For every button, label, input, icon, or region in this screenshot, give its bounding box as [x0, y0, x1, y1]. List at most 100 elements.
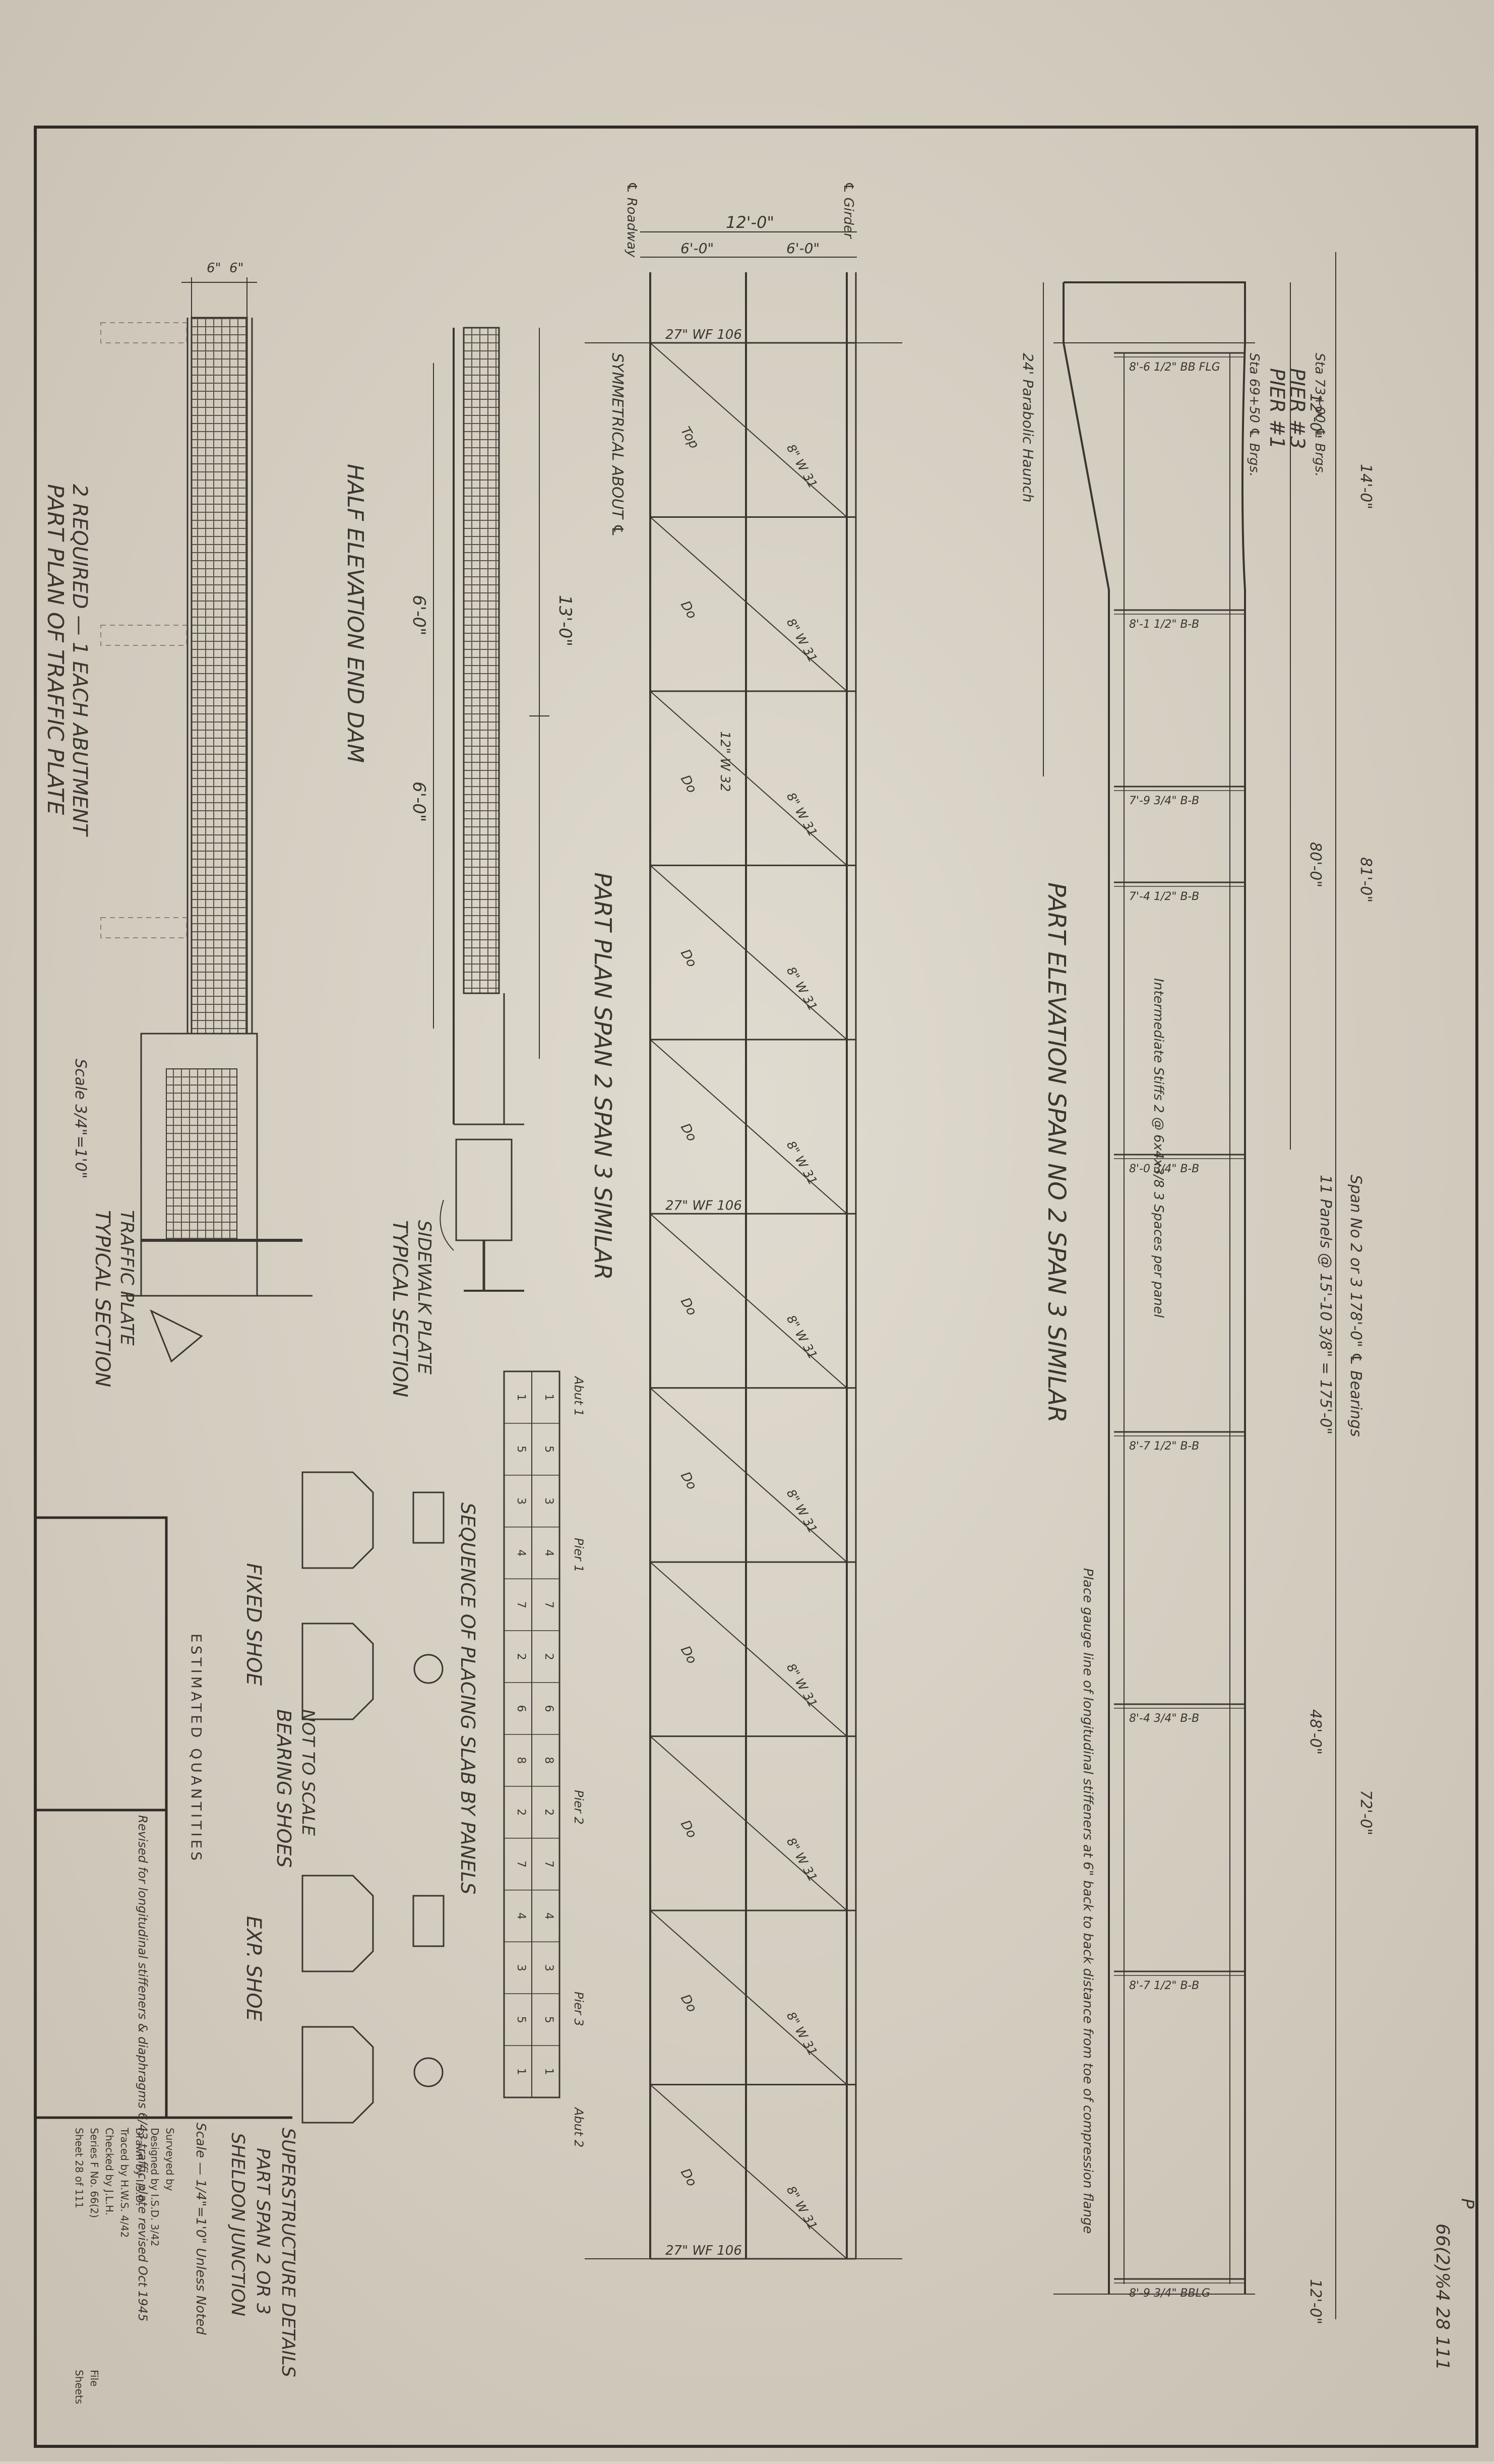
sheet-border: [34, 126, 1478, 2448]
traffic-plate-section: [121, 1033, 313, 1363]
bearing-shoes-title: BEARING SHOES: [273, 1709, 295, 1868]
seq-cell: 2: [515, 1809, 527, 1816]
elev-dim-4: 48'-0": [1306, 1709, 1324, 1755]
seq-cell: 3: [542, 1964, 555, 1971]
seq-cell: 3: [542, 1497, 555, 1505]
seq-cell: 1: [515, 1394, 527, 1401]
seq-cell: 8: [515, 1757, 527, 1764]
seq-cell: 5: [542, 1446, 555, 1453]
seq-cell: 1: [542, 1394, 555, 1401]
seq-cell: 4: [515, 1549, 527, 1556]
plan-diagonal: [650, 342, 847, 518]
seq-cell: 2: [542, 1809, 555, 1816]
plan-width-right: 6'-0": [786, 240, 820, 257]
seq-cell: 7: [542, 1860, 555, 1868]
seq-cell: 4: [542, 1549, 555, 1556]
seq-cell: 2: [542, 1653, 555, 1660]
sidewalk-plate-section: [440, 1138, 524, 1292]
plan-diagonal: [650, 691, 847, 866]
pier1-sta: Sta 69+50 ℄ Brgs.: [1247, 353, 1262, 477]
seq-cell: 5: [542, 2016, 555, 2023]
elev-dim-3: 81'-0": [1357, 857, 1375, 903]
plan-span-title: PART PLAN SPAN 2 SPAN 3 SIMILAR: [589, 872, 616, 1280]
roadway-cl: ℄ Roadway: [624, 182, 639, 258]
elev-dim-1: 14'-0": [1357, 464, 1375, 509]
plan-diagonal: [650, 516, 847, 692]
seq-header-3: Pier 3: [572, 1992, 586, 2026]
sheet-code: 66(2)%4 28 111: [1432, 2223, 1453, 2370]
plan-diagonal: [650, 865, 847, 1040]
elev-dim-6: 12'-0": [1306, 2279, 1324, 2324]
title-sheet: Sheet 28 of 111: [73, 2128, 85, 2208]
half-elev-title: HALF ELEVATION END DAM: [342, 464, 368, 763]
stiffener-label: 8'-7 1/2" B-B: [1129, 1979, 1199, 1992]
title-designed: Designed by I.S.D. 3/42: [149, 2128, 161, 2247]
plan-beam-label: 27" WF 106: [665, 2243, 742, 2258]
stiffener-label: 7'-4 1/2" B-B: [1129, 890, 1199, 903]
sequence-title: SEQUENCE OF PLACING SLAB BY PANELS: [457, 1503, 479, 1894]
typical-section-traffic-sub: TRAFFIC PLATE: [116, 1210, 137, 1346]
pier3-label: PIER #3: [1285, 368, 1309, 449]
stiffener-label: 8'-0 3/4" B-B: [1129, 1163, 1199, 1175]
place-gauge-note: Place gauge line of longitudinal stiffen…: [1080, 1568, 1095, 2234]
svg-text:6": 6": [207, 261, 221, 276]
svg-text:6'-0": 6'-0": [409, 595, 429, 636]
title-series: Series F No. 66(2): [88, 2128, 100, 2218]
svg-text:6'-0": 6'-0": [409, 782, 429, 822]
seq-cell: 3: [515, 1497, 527, 1505]
girder-cl: ℄ Girder: [841, 182, 856, 239]
plan-diagonal: [650, 2084, 847, 2259]
seq-header-0: Abut 1: [572, 1375, 586, 1416]
plan-diagonal: [650, 1561, 847, 1737]
plan-stringer-label: 12" W 32: [717, 731, 732, 792]
title-scale: Scale — 1/4"=1'0" Unless Noted: [193, 2123, 208, 2335]
seq-cell: 8: [542, 1757, 555, 1764]
seq-cell: 5: [515, 1446, 527, 1453]
title-checked: Checked by J.L.H.: [103, 2128, 115, 2215]
seq-cell: 6: [542, 1705, 555, 1712]
panel-info: 11 Panels @ 15'-10 3/8" = 175'-0": [1317, 1175, 1334, 1434]
title-traced: Traced by H.W.S. 4/42: [118, 2127, 131, 2238]
sheet-code-top: P: [1457, 2198, 1477, 2209]
elev-dim-2: 80'-0": [1306, 842, 1324, 887]
seq-header-4: Abut 2: [572, 2107, 586, 2147]
title-line2: PART SPAN 2 OR 3: [253, 2148, 273, 2315]
not-to-scale: NOT TO SCALE: [298, 1709, 318, 1836]
end-dam-elevation: [433, 327, 549, 1125]
title-line1: SUPERSTRUCTURE DETAILS: [278, 2128, 298, 2377]
plan-beam-label: 27" WF 106: [665, 327, 742, 342]
traffic-plate-plan: 6" 6": [100, 261, 257, 1035]
plan-width-total: 12'-0": [726, 213, 774, 232]
seq-cell: 1: [542, 2068, 555, 2075]
typical-section-traffic: TYPICAL SECTION: [91, 1210, 114, 1387]
plan-diagonal: [650, 1213, 847, 1389]
traffic-plate-title: PART PLAN OF TRAFFIC PLATE: [42, 484, 68, 815]
elev-dim-5: 72'-0": [1357, 1790, 1375, 1835]
seq-cell: 2: [515, 1653, 527, 1660]
revision-note: Revised for longitudinal stiffeners & di…: [136, 1815, 150, 2321]
typical-section-sidewalk-sub: SIDEWALK PLATE: [414, 1220, 434, 1374]
stiffener-label: 8'-7 1/2" B-B: [1129, 1440, 1199, 1453]
bearing-shoes: [301, 1471, 445, 2124]
title-surveyed: Surveyed by: [164, 2128, 176, 2191]
title-drawn: Drawn by I.S.D.: [134, 2128, 146, 2206]
seq-cell: 7: [515, 1601, 527, 1608]
traffic-plate-req: 2 REQUIRED — 1 EACH ABUTMENT: [68, 484, 91, 837]
seq-cell: 3: [515, 1964, 527, 1971]
plan-diagonal: [650, 1387, 847, 1562]
exp-shoe: EXP. SHOE: [242, 1916, 265, 2022]
seq-cell: 7: [542, 1601, 555, 1608]
elevation-title: PART ELEVATION SPAN NO 2 SPAN 3 SIMILAR: [1042, 882, 1071, 1423]
intermediate-stiffs: Intermediate Stiffs 2 @ 6x4x3/8 3 Spaces…: [1151, 978, 1166, 1318]
fixed-shoe: FIXED SHOE: [242, 1563, 265, 1686]
svg-text:13'-0": 13'-0": [555, 595, 575, 646]
traffic-scale: Scale 3/4"=1'0": [72, 1059, 89, 1179]
span-info: Span No 2 or 3 178'-0" ℄ Bearings: [1347, 1175, 1364, 1437]
plan-width-left: 6'-0": [680, 240, 714, 257]
title-file: File: [88, 2370, 100, 2386]
estimated-quantities: ESTIMATED QUANTITIES: [188, 1634, 205, 1864]
elev-dim-0: 12'-0": [1306, 393, 1324, 439]
